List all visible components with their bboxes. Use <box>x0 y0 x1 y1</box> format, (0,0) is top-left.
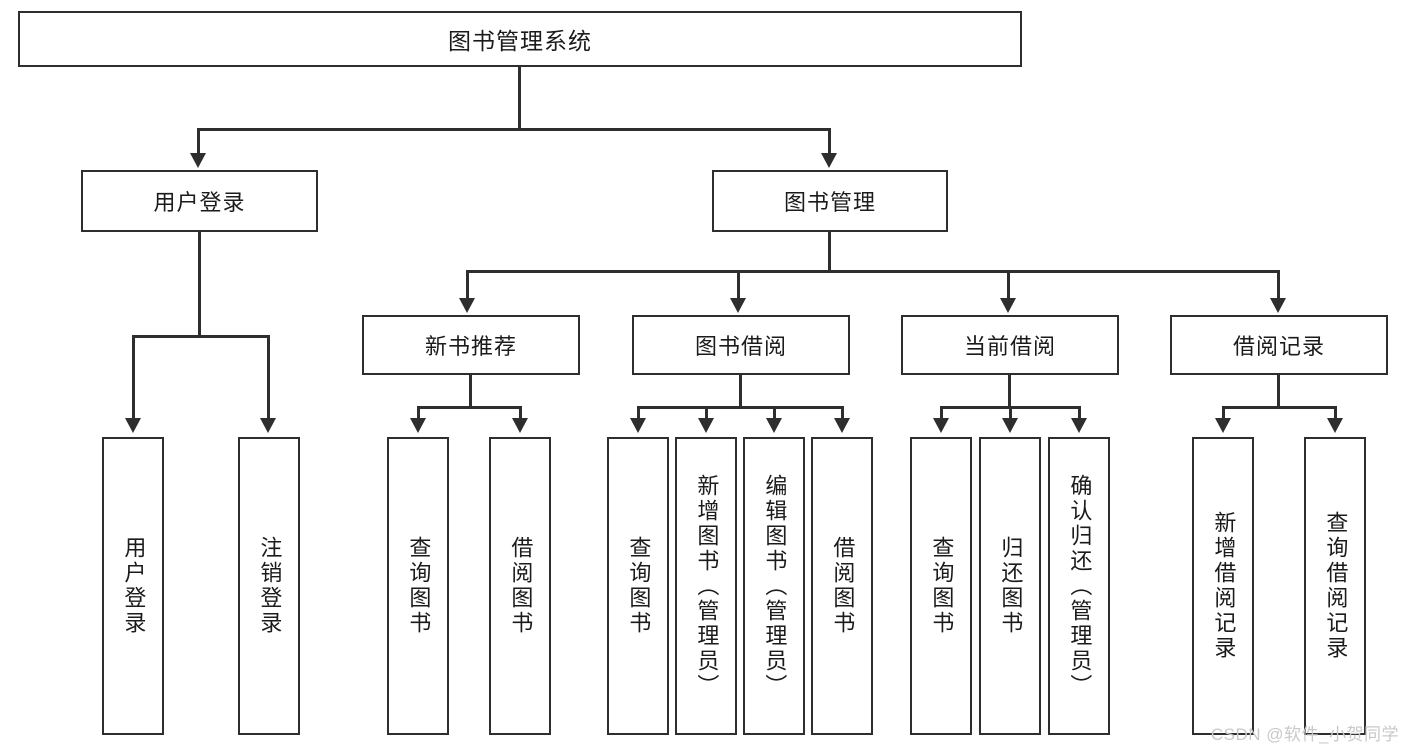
node-label: 注销登录 <box>257 536 283 636</box>
node-label: 编辑图书（管理员） <box>762 473 788 699</box>
node-label: 新增借阅记录 <box>1211 511 1237 661</box>
arrow-to-user-login <box>190 153 206 168</box>
connector-borrow-record-child-1 <box>1222 406 1225 420</box>
leaf-borrow-books[interactable]: 借阅图书 <box>811 437 873 735</box>
node-label: 借阅记录 <box>1232 334 1325 359</box>
node-root-book-management-system[interactable]: 图书管理系统 <box>18 11 1022 67</box>
node-label: 确认归还（管理员） <box>1067 473 1093 699</box>
connector-user-login-to-leaf-2 <box>267 335 270 420</box>
arrow-to-book-management <box>821 153 837 168</box>
leaf-user-login[interactable]: 用户登录 <box>102 437 164 735</box>
connector-borrow-record-bus <box>1222 406 1337 409</box>
connector-root-bus <box>197 128 830 131</box>
node-label: 借阅图书 <box>508 536 534 636</box>
connector-current-borrow-child-2 <box>1009 406 1012 420</box>
connector-new-book-bus <box>417 406 522 409</box>
arrow-current-borrow-child-1 <box>933 418 949 433</box>
arrow-to-logout-leaf <box>260 418 276 433</box>
connector-new-book-stem <box>469 375 472 408</box>
leaf-return-books[interactable]: 归还图书 <box>979 437 1041 735</box>
node-label: 归还图书 <box>998 536 1024 636</box>
arrow-new-book-child-1 <box>410 418 426 433</box>
node-borrow-record[interactable]: 借阅记录 <box>1170 315 1388 375</box>
node-label: 图书管理系统 <box>448 28 592 54</box>
connector-book-borrow-stem <box>739 375 742 408</box>
arrow-current-borrow-child-3 <box>1071 418 1087 433</box>
arrow-to-borrow-record <box>1270 298 1286 313</box>
connector-to-current-borrow <box>1007 270 1010 300</box>
connector-book-borrow-child-1 <box>637 406 640 420</box>
connector-borrow-record-child-2 <box>1334 406 1337 420</box>
leaf-logout[interactable]: 注销登录 <box>238 437 300 735</box>
node-book-management[interactable]: 图书管理 <box>712 170 948 232</box>
connector-book-borrow-child-3 <box>773 406 776 420</box>
node-user-login[interactable]: 用户登录 <box>81 170 318 232</box>
connector-to-new-book <box>466 270 469 300</box>
node-label: 查询借阅记录 <box>1323 511 1349 661</box>
csdn-watermark: CSDN @软件_小贺同学 <box>1210 725 1399 744</box>
leaf-query-books-current[interactable]: 查询图书 <box>910 437 972 735</box>
connector-user-login-to-leaf-1 <box>132 335 135 420</box>
arrow-to-user-login-leaf <box>125 418 141 433</box>
connector-book-borrow-child-4 <box>841 406 844 420</box>
leaf-borrow-books-recommend[interactable]: 借阅图书 <box>489 437 551 735</box>
leaf-query-books-recommend[interactable]: 查询图书 <box>387 437 449 735</box>
node-new-book-recommend[interactable]: 新书推荐 <box>362 315 580 375</box>
connector-to-book-borrow <box>737 270 740 300</box>
node-book-borrow[interactable]: 图书借阅 <box>632 315 850 375</box>
node-label: 当前借阅 <box>963 334 1056 359</box>
leaf-query-books-borrow[interactable]: 查询图书 <box>607 437 669 735</box>
connector-book-borrow-child-2 <box>705 406 708 420</box>
connector-book-management-stem <box>828 232 831 272</box>
node-label: 图书借阅 <box>694 334 787 359</box>
leaf-query-borrow-record[interactable]: 查询借阅记录 <box>1304 437 1366 735</box>
connector-to-borrow-record <box>1277 270 1280 300</box>
connector-current-borrow-stem <box>1008 375 1011 408</box>
connector-book-borrow-bus <box>637 406 842 409</box>
node-label: 新书推荐 <box>424 334 517 359</box>
connector-root-to-book-management <box>828 128 831 155</box>
node-label: 用户登录 <box>153 190 246 215</box>
connector-user-login-bus <box>132 335 267 338</box>
leaf-add-borrow-record[interactable]: 新增借阅记录 <box>1192 437 1254 735</box>
arrow-book-borrow-child-4 <box>834 418 850 433</box>
connector-level3-bus <box>466 270 1279 273</box>
leaf-confirm-return-admin[interactable]: 确认归还（管理员） <box>1048 437 1110 735</box>
connector-root-to-user-login <box>197 128 200 155</box>
node-label: 查询图书 <box>406 536 432 636</box>
arrow-book-borrow-child-2 <box>698 418 714 433</box>
node-label: 新增图书（管理员） <box>694 473 720 699</box>
arrow-to-current-borrow <box>1000 298 1016 313</box>
arrow-book-borrow-child-3 <box>766 418 782 433</box>
node-label: 图书管理 <box>783 190 876 215</box>
arrow-current-borrow-child-2 <box>1002 418 1018 433</box>
arrow-to-book-borrow <box>730 298 746 313</box>
leaf-edit-book-admin[interactable]: 编辑图书（管理员） <box>743 437 805 735</box>
arrow-new-book-child-2 <box>512 418 528 433</box>
node-label: 用户登录 <box>121 536 147 636</box>
connector-current-borrow-child-1 <box>940 406 943 420</box>
connector-root-stem <box>518 67 521 130</box>
arrow-book-borrow-child-1 <box>630 418 646 433</box>
node-current-borrow[interactable]: 当前借阅 <box>901 315 1119 375</box>
node-label: 查询图书 <box>626 536 652 636</box>
arrow-borrow-record-child-1 <box>1215 418 1231 433</box>
connector-current-borrow-child-3 <box>1078 406 1081 420</box>
node-label: 借阅图书 <box>830 536 856 636</box>
connector-new-book-child-1 <box>417 406 420 420</box>
node-label: 查询图书 <box>929 536 955 636</box>
arrow-borrow-record-child-2 <box>1327 418 1343 433</box>
leaf-add-book-admin[interactable]: 新增图书（管理员） <box>675 437 737 735</box>
arrow-to-new-book-recommend <box>459 298 475 313</box>
connector-borrow-record-stem <box>1277 375 1280 408</box>
connector-new-book-child-2 <box>519 406 522 420</box>
connector-user-login-stem <box>198 232 201 337</box>
